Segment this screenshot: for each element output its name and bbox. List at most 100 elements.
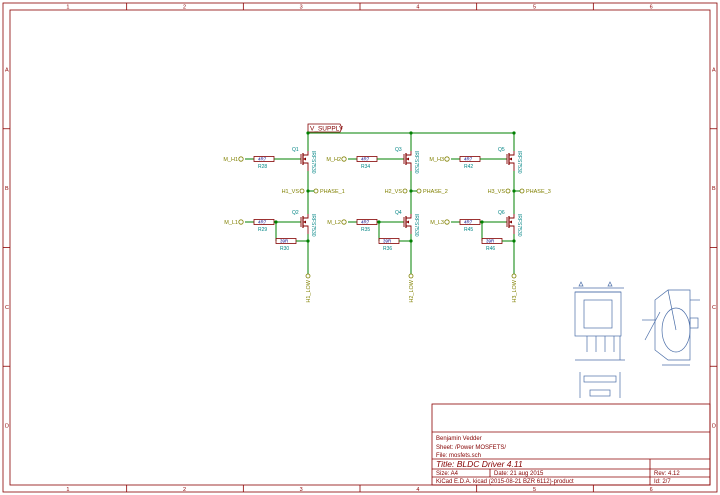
net-low-connector — [408, 273, 414, 279]
net-low-label: H3_LOW — [512, 279, 518, 302]
title-block-author: Benjamin Vedder — [436, 436, 482, 442]
resistor-value: 4R7 — [258, 157, 267, 162]
frame-column-label: 2 — [183, 5, 186, 11]
resistor-value: 39R — [486, 239, 495, 244]
net-input-label: M_L1 — [224, 220, 238, 226]
net-input-label: M_H3 — [429, 157, 444, 163]
frame-row-label: D — [712, 424, 716, 430]
mosfet-arrow — [406, 157, 409, 161]
mosfet-drain-lead — [303, 151, 309, 156]
mosfet-arrow — [303, 220, 306, 224]
resistor-reference: R28 — [258, 164, 267, 170]
net-phase-connector — [313, 188, 319, 194]
title-block-date: Date: 21 aug 2015 — [494, 471, 544, 477]
net-input-label: M_H2 — [326, 157, 341, 163]
mosfet-source-lead — [406, 162, 412, 171]
mosfet-drain-lead — [303, 214, 309, 219]
resistor-value: 4R7 — [464, 220, 473, 225]
frame-column-label: 1 — [66, 5, 69, 11]
resistor-reference: R42 — [464, 164, 473, 170]
frame-column-label: 1 — [66, 487, 69, 493]
net-vs-connector — [402, 188, 408, 194]
resistor-value: 39R — [383, 239, 392, 244]
net-phase-connector — [416, 188, 422, 194]
mosfet-source-lead — [303, 225, 309, 234]
frame-row-label: C — [712, 305, 716, 311]
title-block-file: File: mosfets.sch — [436, 453, 481, 459]
mosfet-arrow — [303, 157, 306, 161]
frame-column-label: 4 — [416, 5, 419, 11]
net-phase-connector — [519, 188, 525, 194]
mosfet-part: IRFS7530 — [310, 214, 316, 237]
resistor-reference: R35 — [361, 227, 370, 233]
resistor-reference: R46 — [486, 246, 495, 252]
mosfet-drain-lead — [406, 214, 412, 219]
net-vs-connector — [299, 188, 305, 194]
frame-row-label: A — [712, 67, 716, 73]
net-input-label: M_L2 — [327, 220, 341, 226]
mosfet-reference: Q6 — [498, 210, 505, 216]
net-input-label: M_L3 — [430, 220, 444, 226]
net-low-connector — [305, 273, 311, 279]
net-vs-label: H1_VS — [282, 189, 300, 195]
net-phase-label: PHASE_1 — [320, 189, 345, 195]
frame-column-label: 3 — [300, 5, 303, 11]
resistor-reference: R45 — [464, 227, 473, 233]
mosfet-reference: Q1 — [292, 147, 299, 153]
net-input-connector — [341, 219, 347, 225]
mosfet-part: IRFS7530 — [310, 151, 316, 174]
frame-row-label: B — [712, 186, 716, 192]
frame-row-label: D — [5, 424, 9, 430]
mosfet-drain-lead — [509, 151, 515, 156]
frame-row-label: A — [5, 67, 9, 73]
junction-dot — [480, 220, 484, 224]
title-block-title: Title: BLDC Driver 4.11 — [436, 459, 523, 469]
package-outline-drawing — [573, 281, 700, 398]
mosfet-arrow — [509, 220, 512, 224]
frame-column-label: 4 — [416, 487, 419, 493]
mosfet-part: IRFS7530 — [413, 214, 419, 237]
frame-column-label: 2 — [183, 487, 186, 493]
net-phase-label: PHASE_2 — [423, 189, 448, 195]
title-block-tool: KiCad E.D.A. kicad (2015-08-21 BZR 6112)… — [436, 479, 574, 485]
frame-column-label: 6 — [650, 487, 653, 493]
mosfet-source-lead — [406, 225, 412, 234]
frame-column-label: 6 — [650, 5, 653, 11]
mosfet-part: IRFS7530 — [413, 151, 419, 174]
net-input-connector — [444, 156, 450, 162]
supply-label-text: V_SUPPLY — [310, 126, 344, 133]
net-low-label: H1_LOW — [306, 279, 312, 302]
junction-dot — [512, 239, 516, 243]
resistor-value: 4R7 — [464, 157, 473, 162]
net-input-connector — [238, 219, 244, 225]
net-input-connector — [341, 156, 347, 162]
title-block-rev: Rev: 4.12 — [654, 471, 680, 477]
mosfet-arrow — [406, 220, 409, 224]
junction-dot — [409, 239, 413, 243]
resistor-reference: R36 — [383, 246, 392, 252]
frame-row-label: B — [5, 186, 9, 192]
junction-dot — [306, 239, 310, 243]
frame-column-label: 5 — [533, 5, 536, 11]
frame-column-label: 3 — [300, 487, 303, 493]
mosfet-reference: Q3 — [395, 147, 402, 153]
mosfet-arrow — [509, 157, 512, 161]
net-vs-label: H2_VS — [385, 189, 403, 195]
mosfet-drain-lead — [509, 214, 515, 219]
mosfet-source-lead — [303, 162, 309, 171]
mosfet-reference: Q2 — [292, 210, 299, 216]
mosfet-part: IRFS7530 — [516, 214, 522, 237]
junction-dot — [512, 131, 516, 135]
frame-row-label: C — [5, 305, 9, 311]
resistor-reference: R29 — [258, 227, 267, 233]
junction-dot — [306, 131, 310, 135]
title-block-sheet: Sheet: /Power MOSFETS/ — [436, 445, 506, 451]
title-block: Benjamin Vedder Sheet: /Power MOSFETS/ F… — [431, 403, 711, 486]
title-block-id: Id: 2/7 — [654, 479, 671, 485]
junction-dot — [409, 131, 413, 135]
